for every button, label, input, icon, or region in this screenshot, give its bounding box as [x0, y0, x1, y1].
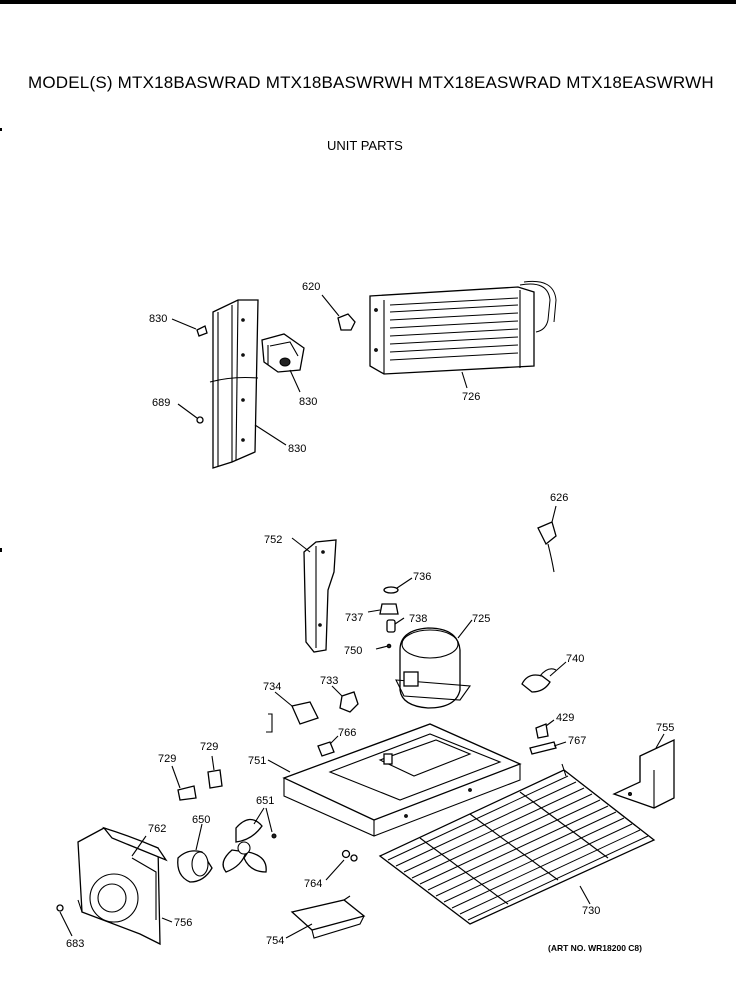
part-725-compressor: [395, 619, 473, 709]
part-752-bracket: [291, 537, 337, 653]
part-764: [325, 849, 358, 881]
part-751-base-pan: [267, 723, 522, 837]
callout-830-screw: 830: [149, 313, 167, 325]
part-755-bracket: [612, 733, 675, 809]
callout-752: 752: [264, 534, 282, 546]
art-number: (ART NO. WR18200 C8): [548, 943, 642, 953]
model-list-title: MODEL(S) MTX18BASWRAD MTX18BASWRWH MTX18…: [28, 73, 714, 92]
part-729-left: [171, 765, 197, 801]
part-689-screw: [177, 403, 204, 424]
callout-650: 650: [192, 814, 210, 826]
callout-725: 725: [472, 613, 490, 625]
callout-738: 738: [409, 613, 427, 625]
part-762-seal: [131, 835, 157, 920]
part-750: [375, 643, 392, 650]
part-650-fan-motor: [177, 823, 213, 883]
part-738: [386, 617, 405, 633]
part-729-right: [207, 755, 223, 789]
callout-756: 756: [174, 917, 192, 929]
callout-729-right: 729: [200, 741, 218, 753]
callout-689: 689: [152, 397, 170, 409]
part-429: [535, 719, 555, 739]
part-740: [521, 661, 567, 693]
callout-750: 750: [344, 645, 362, 657]
part-754-drain-pan: [285, 895, 366, 939]
callout-734: 734: [263, 681, 281, 693]
part-767: [529, 741, 567, 755]
part-683: [56, 904, 73, 937]
callout-754: 754: [266, 935, 284, 947]
callout-830-channel: 830: [288, 443, 306, 455]
top-border: [0, 0, 736, 4]
callout-729-left: 729: [158, 753, 176, 765]
part-733: [331, 685, 359, 713]
callout-626: 626: [550, 492, 568, 504]
part-830-bracket: [261, 333, 305, 393]
part-730-condenser: [378, 763, 656, 925]
callout-764: 764: [304, 878, 322, 890]
callout-740: 740: [566, 653, 584, 665]
part-756-fan-shroud: [77, 826, 173, 946]
callout-730: 730: [582, 905, 600, 917]
callout-726: 726: [462, 391, 480, 403]
part-620: [321, 294, 356, 331]
scan-mark: [0, 548, 2, 552]
part-651-fan-blade: [222, 807, 277, 873]
callout-755: 755: [656, 722, 674, 734]
callout-736: 736: [413, 571, 431, 583]
scan-mark: [0, 128, 2, 131]
callout-830-bracket: 830: [299, 396, 317, 408]
part-766: [317, 735, 339, 757]
callout-766: 766: [338, 727, 356, 739]
callout-751: 751: [248, 755, 266, 767]
part-736: [383, 577, 413, 594]
section-title: UNIT PARTS: [327, 138, 403, 153]
callout-767: 767: [568, 735, 586, 747]
callout-429: 429: [556, 712, 574, 724]
part-726-coil: [369, 280, 557, 389]
callout-762: 762: [148, 823, 166, 835]
part-737: [367, 603, 399, 615]
part-830-channel: [209, 299, 259, 469]
callout-737: 737: [345, 612, 363, 624]
callout-683: 683: [66, 938, 84, 950]
part-626: [537, 505, 557, 573]
callout-733: 733: [320, 675, 338, 687]
callout-651: 651: [256, 795, 274, 807]
callout-620: 620: [302, 281, 320, 293]
part-734: [266, 691, 319, 733]
part-830-screw: [171, 318, 208, 337]
